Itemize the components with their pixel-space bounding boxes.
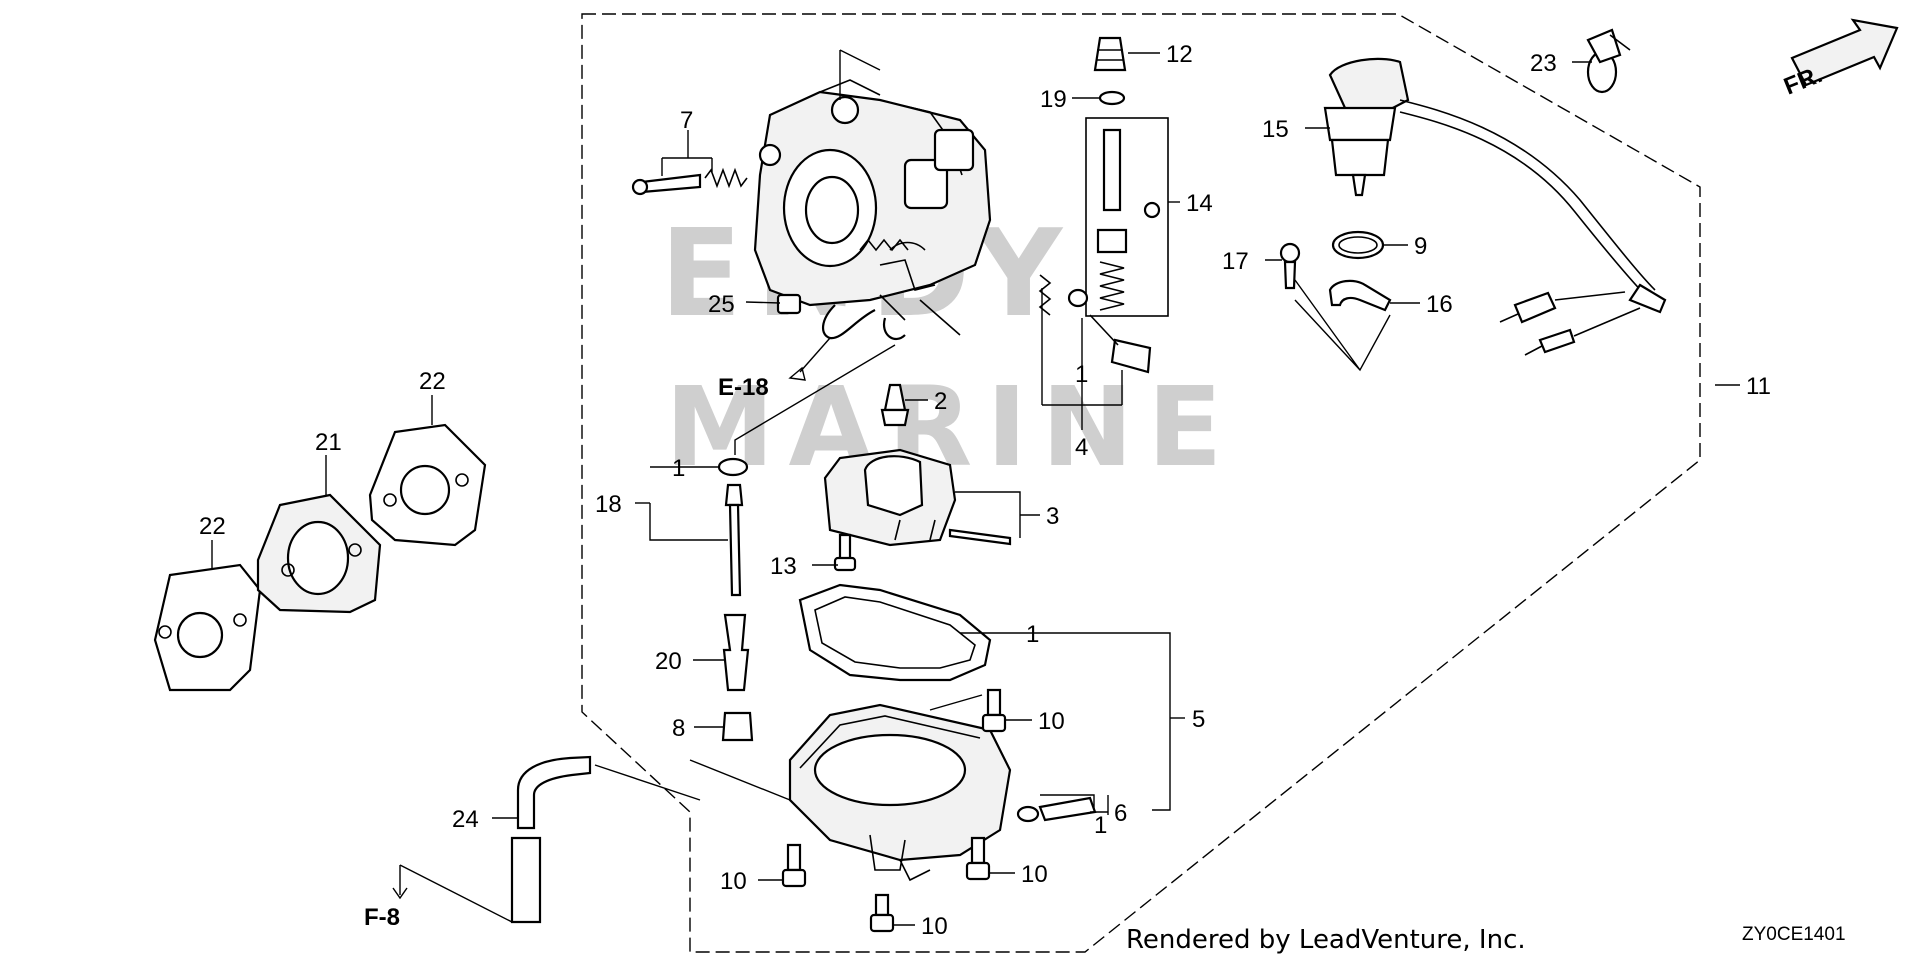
part-13-screw[interactable] bbox=[833, 533, 857, 572]
callout-1-drain: 1 bbox=[1094, 812, 1107, 839]
front-direction-indicator: FR. bbox=[1780, 18, 1899, 101]
part-23-hose-clip[interactable] bbox=[1586, 28, 1631, 94]
part-9-o-ring[interactable] bbox=[1331, 230, 1385, 260]
front-arrow-icon bbox=[1790, 18, 1899, 87]
callout-20: 20 bbox=[655, 648, 682, 675]
callout-9: 9 bbox=[1414, 233, 1427, 260]
part-18-main-nozzle[interactable] bbox=[724, 483, 744, 597]
part-2-main-jet[interactable] bbox=[880, 383, 910, 427]
callout-1-chamber-gasket: 1 bbox=[1026, 621, 1039, 648]
leader-lines bbox=[211, 49, 1740, 926]
callout-4: 4 bbox=[1075, 434, 1088, 461]
part-10-screw-b[interactable] bbox=[781, 843, 807, 888]
part-12-float-valve-seat[interactable] bbox=[1093, 36, 1127, 72]
callout-10-d: 10 bbox=[921, 913, 948, 940]
part-3-float[interactable] bbox=[823, 448, 1012, 547]
callout-15: 15 bbox=[1262, 116, 1289, 143]
fuel-hose-e18[interactable] bbox=[788, 304, 906, 381]
part-21-insulator[interactable] bbox=[256, 493, 382, 614]
callout-19: 19 bbox=[1040, 86, 1067, 113]
part-7-throttle-stop-screw[interactable] bbox=[631, 143, 782, 196]
callout-24: 24 bbox=[452, 806, 479, 833]
callout-1-small-gasket: 1 bbox=[672, 455, 685, 482]
callout-13: 13 bbox=[770, 553, 797, 580]
part-16-cable-clamp[interactable] bbox=[1328, 279, 1392, 312]
part-19-o-ring[interactable] bbox=[1098, 90, 1126, 106]
assembly-boundary bbox=[581, 13, 1701, 953]
part-10-screw-d[interactable] bbox=[869, 893, 895, 933]
callout-17: 17 bbox=[1222, 248, 1249, 275]
callout-3: 3 bbox=[1046, 503, 1059, 530]
callout-labels: 7 25 12 19 14 1 4 2 3 13 1 18 20 8 1 5 6… bbox=[199, 41, 1771, 940]
part-8-jet[interactable] bbox=[721, 711, 754, 742]
callout-23: 23 bbox=[1530, 50, 1557, 77]
callout-5: 5 bbox=[1192, 706, 1205, 733]
part-1-float-chamber-gasket[interactable] bbox=[798, 583, 992, 682]
callout-16: 16 bbox=[1426, 291, 1453, 318]
callout-14: 14 bbox=[1186, 190, 1213, 217]
reference-f8[interactable]: F-8 bbox=[364, 904, 400, 931]
callout-25: 25 bbox=[708, 291, 735, 318]
part-4-pilot-screw-set[interactable] bbox=[1038, 274, 1152, 374]
part-6-drain-screw[interactable] bbox=[1016, 796, 1097, 823]
callout-10-a: 10 bbox=[1038, 708, 1065, 735]
part-25-screw[interactable] bbox=[776, 293, 802, 315]
part-5-float-chamber[interactable] bbox=[788, 703, 1012, 882]
callout-21: 21 bbox=[315, 429, 342, 456]
callout-6: 6 bbox=[1114, 800, 1127, 827]
render-credit: Rendered by LeadVenture, Inc. bbox=[1126, 925, 1526, 955]
callout-22-lower: 22 bbox=[199, 513, 226, 540]
part-1-gasket-small[interactable] bbox=[717, 457, 749, 477]
callout-12: 12 bbox=[1166, 41, 1193, 68]
reference-e18[interactable]: E-18 bbox=[718, 374, 769, 401]
callout-22-upper: 22 bbox=[419, 368, 446, 395]
callout-11: 11 bbox=[1746, 373, 1771, 400]
part-10-screw-a[interactable] bbox=[981, 688, 1007, 733]
part-24-hose[interactable] bbox=[510, 755, 592, 924]
part-20-emulsion-tube[interactable] bbox=[722, 613, 750, 692]
callout-2: 2 bbox=[934, 388, 947, 415]
part-14-float-valve-set[interactable] bbox=[1085, 117, 1169, 317]
part-22-gasket-lower[interactable] bbox=[153, 563, 262, 692]
callout-7: 7 bbox=[680, 107, 693, 134]
carburetor-body[interactable] bbox=[753, 79, 992, 336]
callout-10-b: 10 bbox=[720, 868, 747, 895]
part-15-auto-choke-unit[interactable] bbox=[1323, 57, 1667, 356]
part-10-screw-c[interactable] bbox=[965, 836, 991, 881]
callout-1-needle: 1 bbox=[1075, 361, 1088, 388]
diagram-code: ZY0CE1401 bbox=[1742, 924, 1846, 945]
part-22-gasket-upper[interactable] bbox=[368, 423, 487, 547]
callout-8: 8 bbox=[672, 715, 685, 742]
callout-18: 18 bbox=[595, 491, 622, 518]
part-17-screw[interactable] bbox=[1279, 242, 1301, 290]
callout-10-c: 10 bbox=[1021, 861, 1048, 888]
